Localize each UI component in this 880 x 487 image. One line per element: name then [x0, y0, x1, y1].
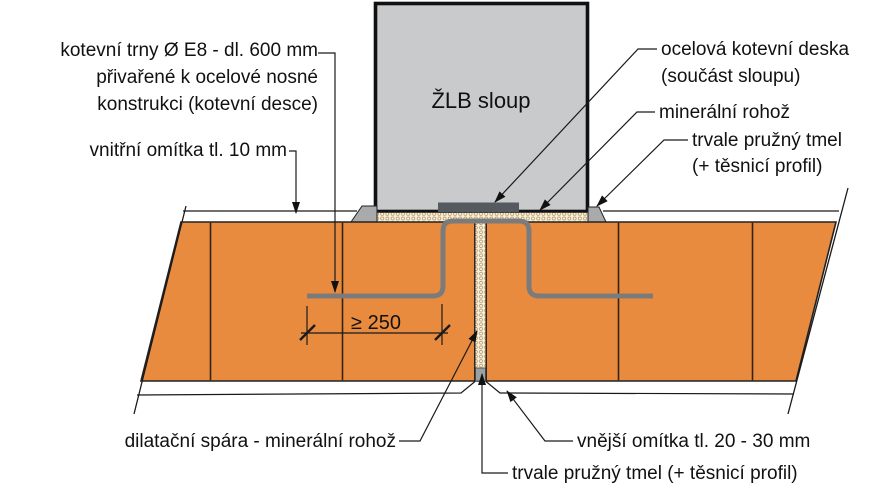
label-column: ŽLB sloup — [431, 88, 530, 113]
label-anchor-pins-2: přivařené k ocelové nosné — [96, 67, 318, 88]
sealant-wedge-right — [587, 206, 607, 223]
leader-outer-plaster — [506, 390, 573, 442]
dimension-group: ≥ 250 — [299, 304, 451, 345]
label-flexible-sealant-2: (+ těsnicí profil) — [692, 156, 822, 177]
dimension-label: ≥ 250 — [351, 312, 401, 334]
masonry-wall — [139, 221, 838, 382]
concrete-column — [373, 1, 590, 214]
cut-line-right — [787, 187, 849, 415]
label-anchor-pins-1: kotevní trny Ø E8 - dl. 600 mm — [60, 40, 318, 61]
leader-flexible-sealant — [596, 139, 688, 207]
leader-expansion-joint — [399, 330, 478, 442]
leader-mineral-mat — [539, 111, 655, 211]
label-anchor-plate-2: (součást sloupu) — [661, 66, 800, 87]
label-outer-plaster: vnější omítka tl. 20 - 30 mm — [577, 431, 810, 452]
steel-anchor-plate — [438, 202, 519, 212]
cut-line-left — [133, 205, 187, 415]
label-sealant-bottom: trvale pružný tmel (+ těsnicí profil) — [512, 463, 798, 484]
leader-inner-plaster — [289, 150, 300, 214]
leader-anchor-plate — [494, 48, 657, 203]
label-mineral-mat: minerální rohož — [659, 102, 790, 123]
label-expansion-joint: dilatační spára - minerální rohož — [125, 431, 396, 452]
label-flexible-sealant-1: trvale pružný tmel — [692, 130, 842, 151]
outer-plaster-line-right — [485, 381, 795, 395]
dimension-tick-right — [434, 324, 451, 341]
label-anchor-plate-1: ocelová kotevní deska — [661, 39, 849, 60]
leader-lines — [289, 48, 688, 474]
label-anchor-pins-3: konstrukci (kotevní desce) — [97, 94, 318, 115]
leader-sealant-bottom — [478, 373, 508, 474]
leader-anchor-pins — [318, 52, 339, 293]
anchor-rod — [307, 218, 653, 299]
sealant-wedge-left — [350, 205, 378, 223]
label-inner-plaster: vnitřní omítka tl. 10 mm — [90, 140, 287, 161]
outer-plaster-line-left — [136, 381, 476, 396]
sealant-plug-bottom — [475, 367, 486, 382]
mineral-mat-strip — [377, 212, 588, 222]
dimension-tick-left — [299, 324, 316, 341]
expansion-joint-fill — [474, 222, 487, 368]
